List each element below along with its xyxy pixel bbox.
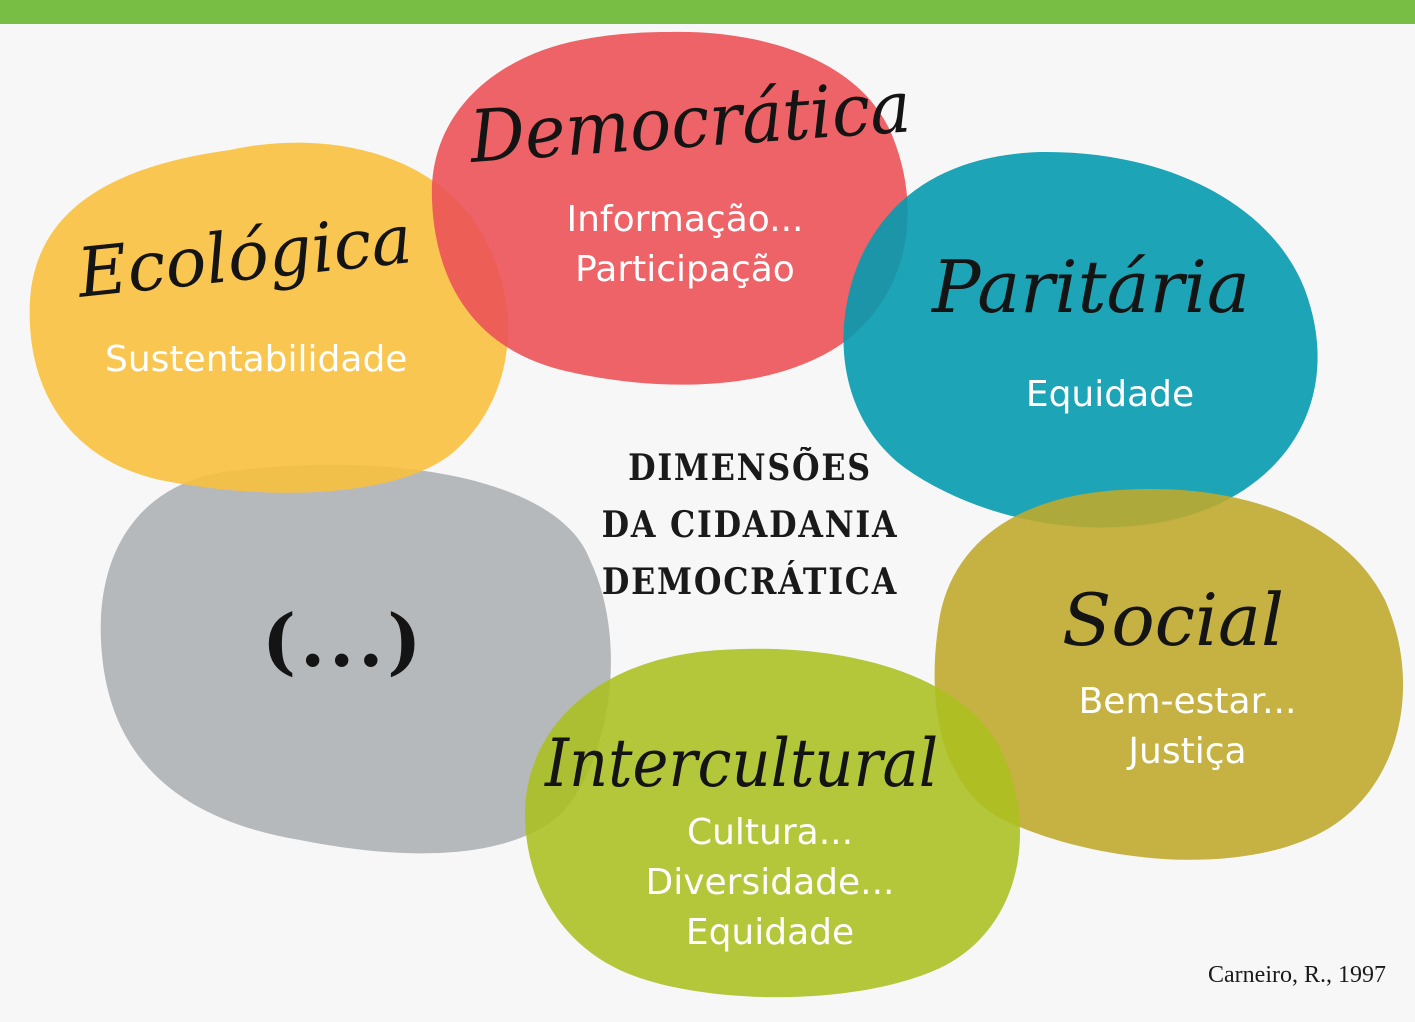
- outras-heading: (...): [262, 598, 426, 683]
- intercultural-line-1: Cultura...: [686, 812, 854, 853]
- citation: Carneiro, R., 1997: [1208, 962, 1386, 988]
- ecologica-line-1: Sustentabilidade: [105, 339, 408, 380]
- social-blob: [934, 488, 1404, 860]
- title-line-1: DIMENSÕES: [628, 447, 872, 489]
- title-line-3: DEMOCRÁTICA: [601, 561, 899, 603]
- intercultural-blob: [524, 648, 1020, 998]
- social-heading: Social: [1062, 578, 1284, 662]
- diagram-title: DIMENSÕES DA CIDADANIA DEMOCRÁTICA: [592, 440, 909, 611]
- democratica-blob: [431, 31, 908, 385]
- paritaria-text: Equidade: [1000, 370, 1220, 420]
- title-line-2: DA CIDADANIA: [601, 504, 899, 546]
- social-line-1: Bem-estar...: [1078, 681, 1297, 722]
- democratica-line-1: Informação...: [566, 199, 804, 240]
- democratica-text: Informação... Participação: [540, 195, 830, 295]
- paritaria-heading: Paritária: [932, 245, 1250, 329]
- ecologica-text: Sustentabilidade: [105, 335, 408, 385]
- social-line-2: Justiça: [1128, 731, 1247, 772]
- intercultural-heading: Intercultural: [545, 725, 939, 802]
- top-accent-bar: [0, 0, 1415, 24]
- paritaria-blob: [843, 151, 1318, 528]
- social-text: Bem-estar... Justiça: [1070, 677, 1305, 777]
- intercultural-line-2: Diversidade...: [645, 862, 895, 903]
- ecologica-blob: [29, 142, 509, 493]
- democratica-line-2: Participação: [575, 249, 795, 290]
- paritaria-line-1: Equidade: [1025, 374, 1195, 415]
- intercultural-text: Cultura... Diversidade... Equidade: [620, 808, 920, 958]
- intercultural-line-3: Equidade: [685, 912, 855, 953]
- outras-blob: [100, 464, 611, 854]
